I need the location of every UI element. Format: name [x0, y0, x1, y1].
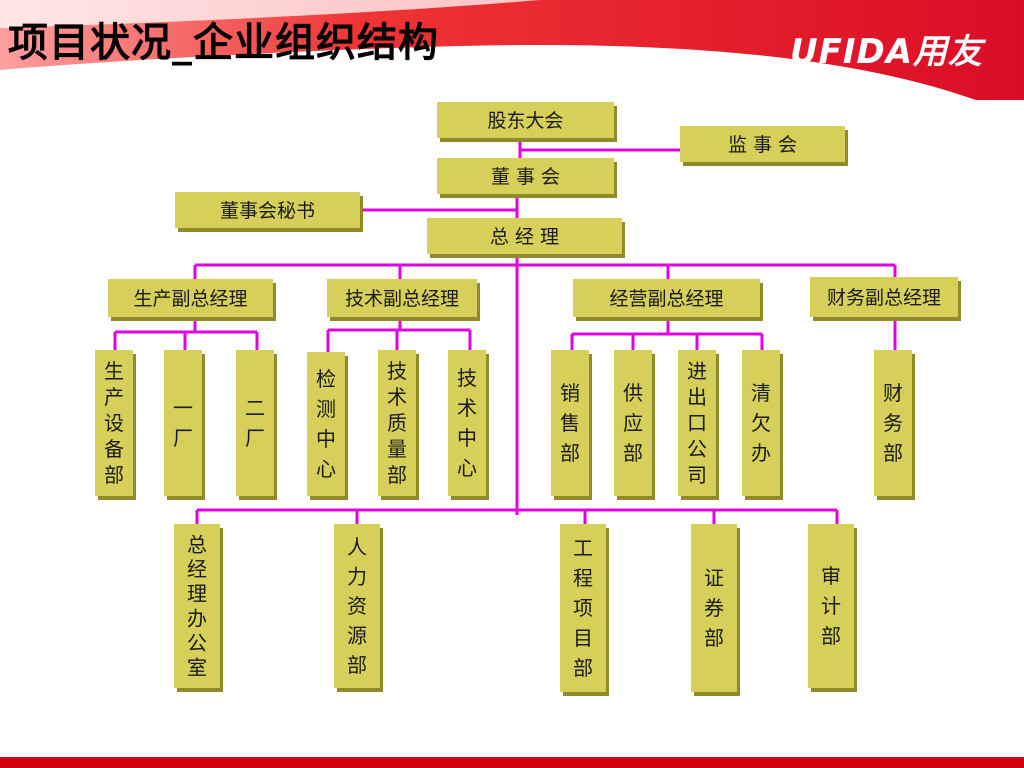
org-box-label: 进出口公司	[687, 359, 707, 487]
org-box-label: 一厂	[173, 396, 193, 450]
box-body	[810, 277, 958, 317]
box-body	[560, 524, 606, 692]
org-box-dept-securities: 证券部	[691, 524, 740, 696]
org-box-label: 证券部	[704, 566, 724, 650]
box-body	[378, 350, 416, 496]
box-body	[874, 350, 912, 496]
org-box-vp-operations: 经营副总经理	[573, 279, 763, 321]
org-box-label: 技术中心	[457, 366, 477, 480]
org-box-dept-hr: 人力资源部	[334, 524, 383, 692]
box-body	[427, 218, 622, 254]
box-body	[327, 279, 477, 317]
org-box-vp-technology: 技术副总经理	[327, 279, 480, 321]
org-box-dept-gm-office: 总经理办公室	[174, 524, 223, 692]
org-box-label: 销售部	[560, 381, 580, 465]
org-box-dept-plant-2: 二厂	[236, 350, 277, 500]
org-box-dept-import-export: 进出口公司	[678, 350, 719, 500]
org-box-label: 供应部	[623, 381, 643, 465]
box-body	[678, 350, 716, 496]
org-box-board: 董 事 会	[437, 158, 617, 198]
box-body	[551, 350, 589, 496]
org-box-label: 工程项目部	[573, 536, 593, 680]
org-box-dept-tech-center: 技术中心	[448, 350, 489, 500]
box-body	[164, 350, 202, 496]
box-body	[448, 350, 486, 496]
org-box-dept-audit: 审计部	[808, 524, 857, 692]
page-title: 项目状况_企业组织结构	[8, 19, 439, 66]
box-body	[680, 126, 845, 162]
org-box-vp-finance: 财务副总经理	[810, 277, 961, 321]
org-box-dept-tech-quality: 技术质量部	[378, 350, 419, 500]
box-body	[108, 279, 273, 317]
org-box-label: 总 经 理	[490, 226, 559, 248]
box-body	[742, 350, 780, 496]
org-box-label: 生产副总经理	[133, 288, 247, 310]
org-box-dept-engineering: 工程项目部	[560, 524, 609, 696]
org-box-label: 监 事 会	[728, 134, 797, 156]
org-box-dept-plant-1: 一厂	[164, 350, 205, 500]
org-box-label: 人力资源部	[347, 535, 367, 677]
org-box-dept-debt-clearing: 清欠办	[742, 350, 783, 500]
org-box-label: 检测中心	[316, 367, 336, 481]
connectors	[113, 138, 897, 524]
header-banner	[0, 0, 1024, 100]
org-box-supervisors: 监 事 会	[680, 126, 848, 166]
org-box-label: 财务部	[883, 381, 903, 465]
org-box-label: 董事会秘书	[220, 200, 315, 222]
org-box-label: 二厂	[245, 396, 265, 450]
box-body	[808, 524, 854, 688]
org-box-label: 生产设备部	[104, 359, 124, 487]
org-box-label: 审计部	[821, 564, 841, 648]
org-box-shareholders: 股东大会	[437, 102, 617, 142]
org-box-label: 技术副总经理	[345, 288, 459, 310]
org-box-label: 经营副总经理	[609, 288, 723, 310]
box-body	[307, 352, 345, 496]
org-box-label: 总经理办公室	[187, 532, 207, 679]
box-body	[334, 524, 380, 688]
org-box-dept-production-equipment: 生产设备部	[95, 350, 136, 500]
box-body	[614, 350, 652, 496]
footer-bar	[0, 757, 1024, 768]
box-body	[175, 192, 360, 228]
org-box-label: 财务副总经理	[827, 287, 941, 309]
org-box-label: 清欠办	[751, 381, 771, 465]
org-box-general-manager: 总 经 理	[427, 218, 625, 258]
org-box-dept-supply: 供应部	[614, 350, 655, 500]
org-box-dept-sales: 销售部	[551, 350, 592, 500]
box-body	[573, 279, 760, 317]
org-box-board-secretary: 董事会秘书	[175, 192, 363, 232]
ufida-logo: UFIDA用友	[790, 32, 984, 72]
org-box-dept-testing-center: 检测中心	[307, 352, 348, 500]
box-body	[691, 524, 737, 692]
box-body	[437, 158, 614, 194]
box-body	[437, 102, 614, 138]
org-box-label: 董 事 会	[491, 166, 560, 188]
org-box-vp-production: 生产副总经理	[108, 279, 276, 321]
box-body	[236, 350, 274, 496]
box-body	[174, 524, 220, 688]
org-box-dept-finance: 财务部	[874, 350, 915, 500]
org-box-label: 技术质量部	[387, 359, 407, 487]
box-body	[95, 350, 133, 496]
org-box-label: 股东大会	[487, 110, 563, 132]
